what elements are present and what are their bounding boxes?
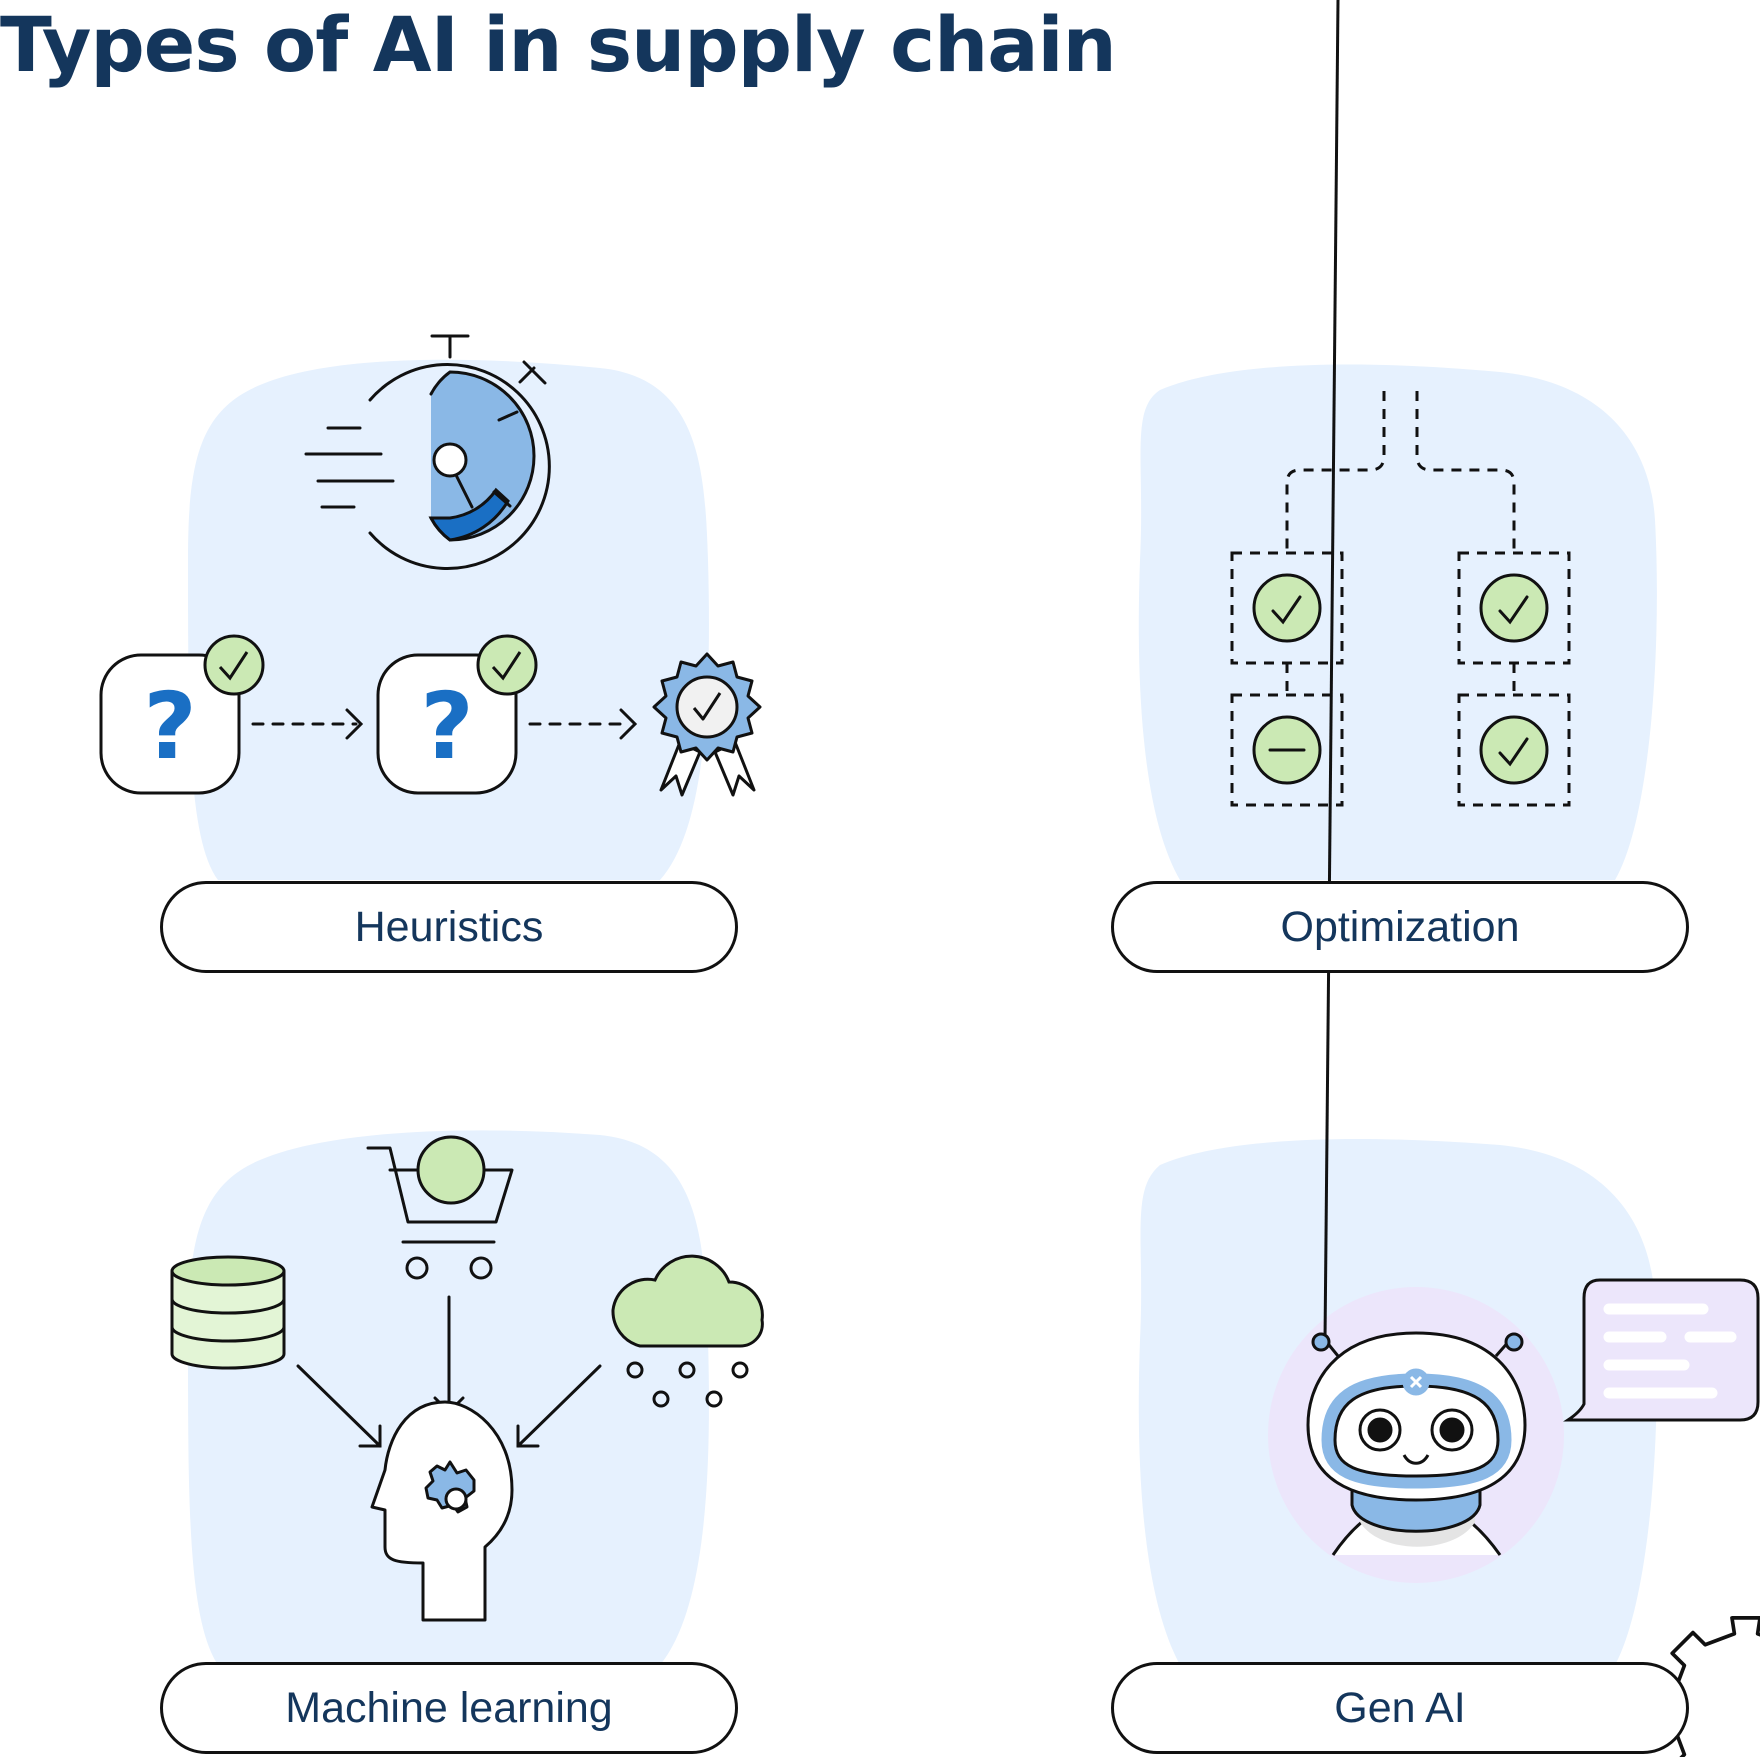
card-label-optimization: Optimization (1111, 881, 1689, 973)
question-box-1: ? (99, 634, 265, 795)
shopping-cart-icon (366, 1135, 514, 1280)
gen-ai-card: 001 1010000000 0101111101 1000000011110 … (1138, 0, 1760, 1757)
question-box-2: ? (376, 634, 538, 795)
optimization-card (1138, 364, 1657, 881)
award-badge-icon (652, 652, 762, 797)
card-label-heuristics: Heuristics (160, 881, 738, 973)
page-title: Types of AI in supply chain (0, 0, 1117, 89)
speech-bubble-icon (1563, 1278, 1760, 1422)
card-label-machine-learning: Machine learning (160, 1662, 738, 1754)
heuristics-blob (188, 359, 709, 881)
rain-cloud-icon (611, 1254, 764, 1408)
heuristics-card: ? ? (99, 334, 762, 881)
machine-learning-card (170, 1130, 764, 1665)
card-label-gen-ai: Gen AI (1111, 1662, 1689, 1754)
check-node (1252, 573, 1549, 785)
robot-icon (1268, 0, 1564, 1583)
dashed-arrow-2 (528, 708, 638, 740)
optimization-blob (1138, 364, 1657, 881)
brain-gear-icon (370, 1400, 514, 1622)
binary-row: 001 (1180, 1099, 1220, 1124)
decision-tree-icon (1230, 391, 1571, 807)
database-icon (170, 1255, 286, 1370)
svg-text:?: ? (143, 673, 196, 780)
dashed-arrow-1 (251, 708, 364, 740)
svg-text:?: ? (420, 673, 473, 780)
stopwatch-icon (304, 334, 551, 570)
